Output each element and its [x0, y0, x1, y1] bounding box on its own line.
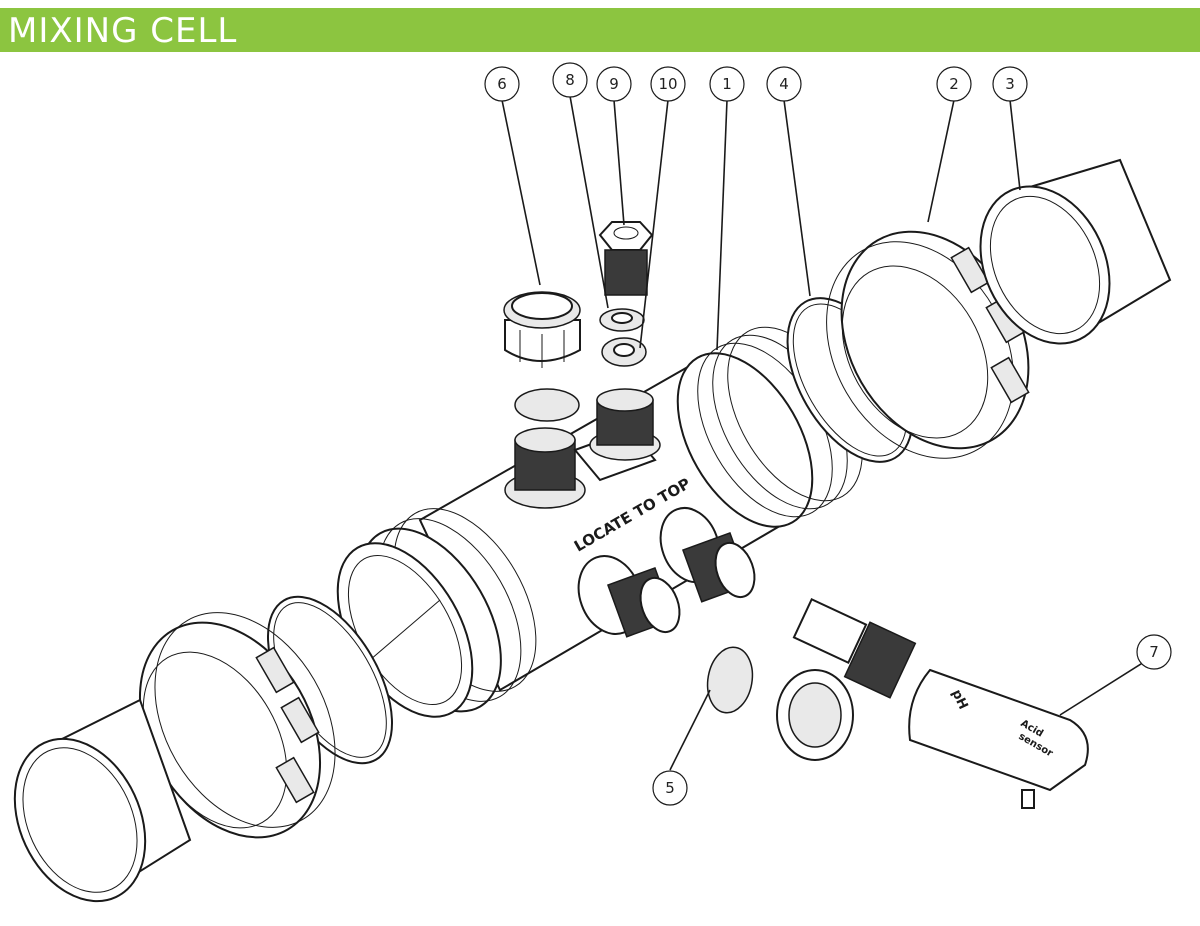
side-fitting-upper — [659, 507, 756, 603]
callout-6: 6 — [484, 66, 520, 102]
callout-7: 7 — [1136, 634, 1172, 670]
top-fitting-right — [573, 388, 661, 482]
ph-probe-part-7: pH Acid sensor — [776, 597, 1089, 809]
cap-part-6 — [503, 291, 581, 368]
callout-9: 9 — [596, 66, 632, 102]
callout-3: 3 — [992, 66, 1028, 102]
leader-lines — [501, 95, 1145, 771]
svg-text:3: 3 — [1005, 75, 1015, 93]
nut-part-9 — [598, 221, 654, 296]
svg-text:4: 4 — [779, 75, 789, 93]
union-nut-left — [138, 612, 336, 839]
svg-text:8: 8 — [565, 71, 575, 89]
exploded-diagram: LOCATE TO TOP — [13, 62, 1172, 903]
callout-4: 4 — [766, 66, 802, 102]
washer-part-10 — [601, 337, 647, 367]
washer-part-8 — [599, 308, 645, 332]
callout-1: 1 — [709, 66, 745, 102]
tail-pipe-left — [13, 698, 192, 903]
callout-8: 8 — [552, 62, 588, 98]
callout-10: 10 — [650, 66, 686, 102]
svg-text:10: 10 — [658, 75, 677, 93]
svg-text:7: 7 — [1149, 643, 1159, 661]
disc-part-5 — [706, 646, 754, 714]
page-title: MIXING CELL — [8, 11, 238, 51]
svg-text:2: 2 — [949, 75, 959, 93]
header-bar: MIXING CELL — [0, 8, 1200, 52]
tail-pipe-part-3 — [979, 158, 1172, 345]
callout-5: 5 — [652, 770, 688, 806]
svg-text:9: 9 — [609, 75, 619, 93]
svg-text:5: 5 — [665, 779, 675, 797]
svg-text:1: 1 — [722, 75, 732, 93]
svg-text:6: 6 — [497, 75, 507, 93]
top-fitting-left — [504, 427, 586, 509]
callout-2: 2 — [936, 66, 972, 102]
disc-under-cap — [514, 388, 580, 422]
side-fitting-lower — [577, 555, 681, 638]
